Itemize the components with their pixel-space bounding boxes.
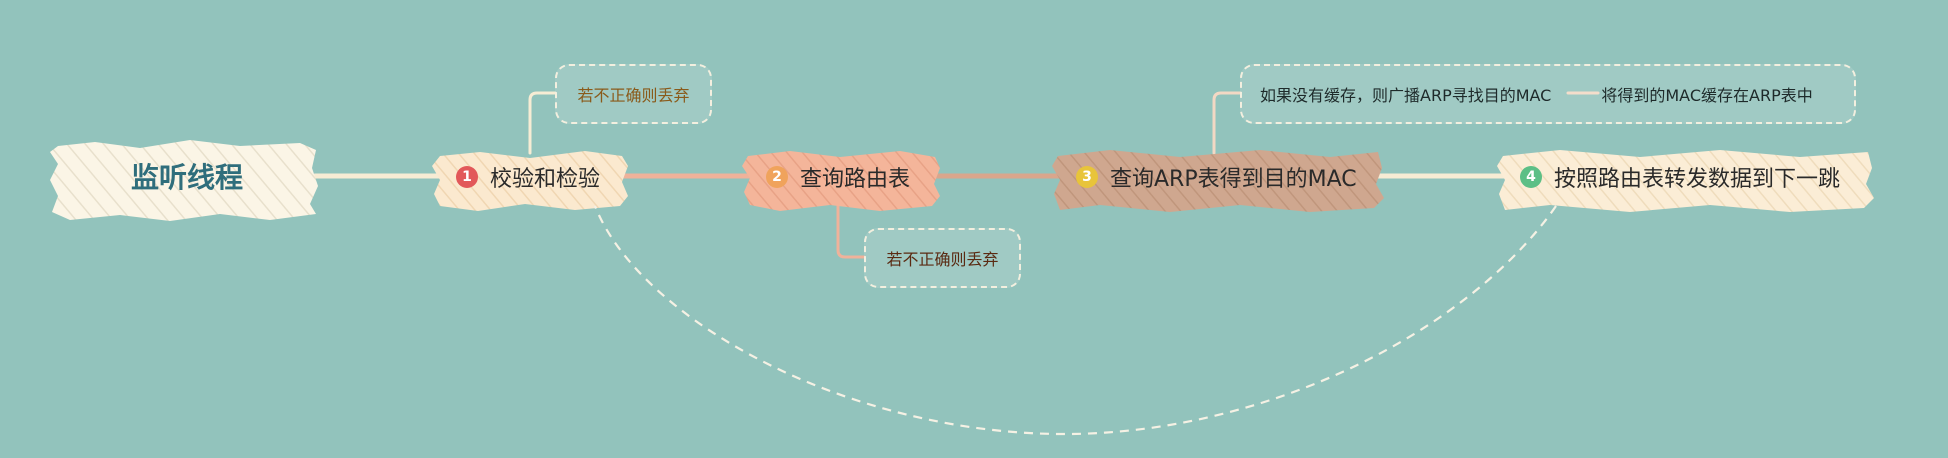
- node-shapes: [50, 140, 1874, 221]
- step-1-badge: 1: [456, 166, 478, 188]
- step-2-label: 查询路由表: [800, 167, 911, 192]
- root-shape: [50, 140, 318, 221]
- loop-arrow: [593, 205, 1557, 436]
- step-3-note-b: 将得到的MAC缓存在ARP表中: [1601, 86, 1813, 105]
- step-1-note[interactable]: 若不正确则丢弃: [555, 64, 712, 124]
- step-1-node[interactable]: 1 校验和检验: [456, 163, 601, 192]
- step-3-badge: 3: [1076, 166, 1098, 188]
- step-4-label: 按照路由表转发数据到下一跳: [1554, 167, 1841, 192]
- step-2-note-text: 若不正确则丢弃: [886, 250, 999, 269]
- step-3-notes[interactable]: 如果没有缓存，则广播ARP寻找目的MAC 将得到的MAC缓存在ARP表中: [1240, 64, 1856, 124]
- step3-shape: [1052, 150, 1384, 212]
- step1-shape: [432, 151, 628, 211]
- root-node[interactable]: 监听线程: [58, 154, 316, 198]
- root-label: 监听线程: [130, 161, 243, 194]
- step-2-note[interactable]: 若不正确则丢弃: [864, 228, 1021, 288]
- step-2-node[interactable]: 2 查询路由表: [766, 163, 911, 192]
- step-4-badge: 4: [1520, 166, 1542, 188]
- step-1-label: 校验和检验: [490, 167, 601, 192]
- step4-shape: [1497, 150, 1874, 212]
- step-4-node[interactable]: 4 按照路由表转发数据到下一跳: [1520, 163, 1841, 192]
- step-3-label: 查询ARP表得到目的MAC: [1110, 167, 1357, 192]
- note-branches: [528, 91, 1600, 259]
- step-1-note-text: 若不正确则丢弃: [577, 86, 690, 105]
- step-3-node[interactable]: 3 查询ARP表得到目的MAC: [1076, 163, 1357, 192]
- step-3-note-a: 如果没有缓存，则广播ARP寻找目的MAC: [1260, 86, 1552, 105]
- step2-shape: [742, 151, 940, 211]
- step-2-badge: 2: [766, 166, 788, 188]
